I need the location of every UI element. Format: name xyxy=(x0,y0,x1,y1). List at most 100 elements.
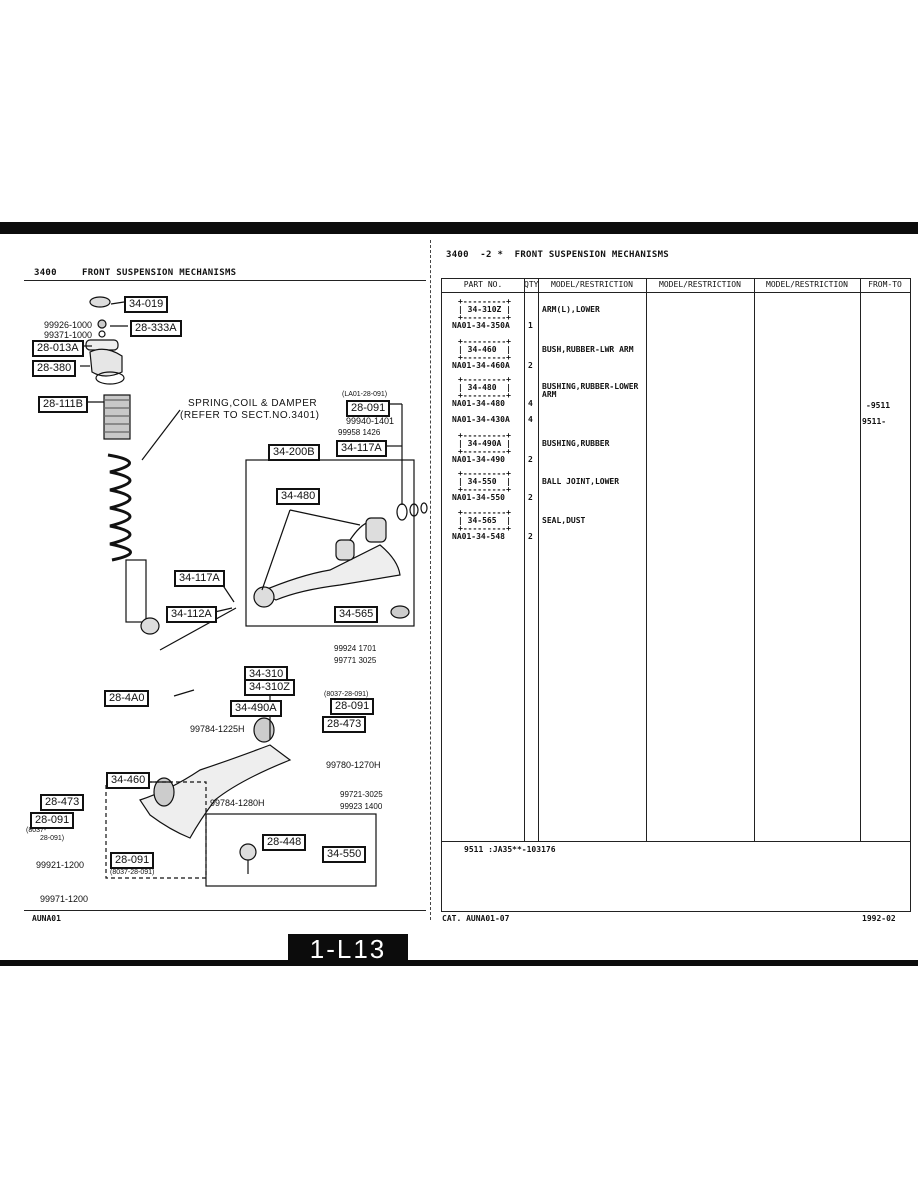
qty: 2 xyxy=(528,532,533,541)
callout-28-013A: 28-013A xyxy=(32,340,84,357)
header-part-no: PART NO. xyxy=(463,280,503,289)
group-box: +---------+ xyxy=(458,353,511,362)
col-divider xyxy=(860,279,861,841)
label-8037-left-a: (8037- xyxy=(26,827,47,834)
col-divider xyxy=(754,279,755,841)
page-divider xyxy=(430,240,432,920)
label-99971-1200: 99971-1200 xyxy=(40,894,89,904)
callout-28-111B: 28-111B xyxy=(38,396,88,413)
part-number: NA01-34-550 xyxy=(452,493,505,502)
callout-34-117A: 34-117A xyxy=(174,570,225,587)
callout-34-565: 34-565 xyxy=(334,606,379,623)
qty: 2 xyxy=(528,493,533,502)
group-box: +---------+ xyxy=(458,375,511,384)
label-8037-left-b: 28-091) xyxy=(40,835,65,842)
right-page-title: 3400 -2 * FRONT SUSPENSION MECHANISMS xyxy=(446,250,670,260)
label-99926-1000: 99926-1000 xyxy=(44,320,93,330)
label-99721-3025: 99721-3025 xyxy=(340,790,383,799)
callout-34-117A-top: 34-117A xyxy=(336,440,387,457)
part-number: NA01-34-490 xyxy=(452,455,505,464)
callout-28-380: 28-380 xyxy=(32,360,77,377)
label-99371-1000: 99371-1000 xyxy=(44,330,93,340)
label-la01-28-091: (LA01-28-091) xyxy=(342,391,388,398)
parts-table: PART NO. QTY MODEL/RESTRICTION MODEL/RES… xyxy=(441,278,911,912)
group-box: +---------+ xyxy=(458,297,511,306)
serial-note: 9511 :JA35**-103176 xyxy=(464,845,556,854)
callout-34-460: 34-460 xyxy=(106,772,151,789)
callout-28-473-mid: 28-473 xyxy=(322,716,367,733)
label-spring-coil: SPRING,COIL & DAMPER xyxy=(188,398,318,409)
callout-28-091-top: 28-091 xyxy=(346,400,391,417)
left-footer-code: AUNA01 xyxy=(32,914,61,923)
scan-border-bottom xyxy=(0,960,918,966)
header-model-3: MODEL/RESTRICTION xyxy=(766,280,848,289)
description: BUSHING,RUBBER-LOWER ARM xyxy=(542,382,639,399)
callout-28-473-left: 28-473 xyxy=(40,794,85,811)
group-box: +---------+ xyxy=(458,313,511,322)
description: BUSHING,RUBBER xyxy=(542,439,610,448)
callout-28-091-mid: 28-091 xyxy=(330,698,375,715)
callout-28-333A: 28-333A xyxy=(130,320,182,337)
header-model-1: MODEL/RESTRICTION xyxy=(551,280,633,289)
catalog-date: 1992-02 xyxy=(862,914,896,923)
label-99958-1426: 99958 1426 xyxy=(338,428,381,437)
label-99923-1400: 99923 1400 xyxy=(340,802,383,811)
header-model-2: MODEL/RESTRICTION xyxy=(659,280,741,289)
group-label: | 34-460 | xyxy=(458,345,511,354)
part-number: NA01-34-460A xyxy=(452,361,510,370)
col-divider xyxy=(646,279,647,841)
qty: 4 xyxy=(528,399,533,408)
label-99784-1225H: 99784-1225H xyxy=(190,724,245,734)
qty: 2 xyxy=(528,455,533,464)
description: BALL JOINT,LOWER xyxy=(542,477,620,486)
label-8037-bottom: (8037-28-091) xyxy=(110,869,155,876)
callout-34-550: 34-550 xyxy=(322,846,367,863)
scan-border-top xyxy=(0,222,918,234)
label-99784-1280H: 99784-1280H xyxy=(210,798,265,808)
group-box: +---------+ xyxy=(458,485,511,494)
group-label: | 34-310Z | xyxy=(458,305,511,314)
part-number: NA01-34-350A xyxy=(452,321,510,330)
label-99780-1270H: 99780-1270H xyxy=(326,760,381,770)
callout-34-490A: 34-490A xyxy=(230,700,282,717)
notes-divider xyxy=(442,841,910,842)
header-from-to: FROM-TO xyxy=(868,280,902,289)
callout-28-091-left: 28-091 xyxy=(30,812,75,829)
from-to: 9511- xyxy=(862,417,887,426)
label-99940-1401: 99940-1401 xyxy=(346,416,395,426)
table-header: PART NO. QTY MODEL/RESTRICTION MODEL/RES… xyxy=(442,279,910,293)
callout-34-480: 34-480 xyxy=(276,488,321,505)
group-box: +---------+ xyxy=(458,469,511,478)
callout-34-200B: 34-200B xyxy=(268,444,320,461)
section-title: FRONT SUSPENSION MECHANISMS xyxy=(82,268,237,278)
suspension-diagram xyxy=(80,296,428,887)
catalog-number: CAT. AUNA01-07 xyxy=(442,914,510,923)
page-number: 1-L13 xyxy=(288,934,408,964)
callout-34-310Z: 34-310Z xyxy=(244,679,295,696)
part-number: NA01-34-548 xyxy=(452,532,505,541)
group-label: | 34-490A | xyxy=(458,439,511,448)
qty: 2 xyxy=(528,361,533,370)
col-divider xyxy=(524,279,525,841)
callout-34-019: 34-019 xyxy=(124,296,169,313)
callout-28-091-bottom: 28-091 xyxy=(110,852,155,869)
qty: 4 xyxy=(528,415,533,424)
label-99921-1200: 99921-1200 xyxy=(36,860,85,870)
group-label: | 34-550 | xyxy=(458,477,511,486)
header-rule xyxy=(24,280,426,281)
qty: 1 xyxy=(528,321,533,330)
part-number: NA01-34-430A xyxy=(452,415,510,424)
part-number: NA01-34-480 xyxy=(452,399,505,408)
group-box: +---------+ xyxy=(458,508,511,517)
from-to: -9511 xyxy=(866,401,891,410)
callout-28-4A0: 28-4A0 xyxy=(104,690,150,707)
group-box: +---------+ xyxy=(458,337,511,346)
section-number: 3400 xyxy=(34,268,57,278)
callout-34-310: 34-310 xyxy=(244,666,289,681)
label-refer-section: (REFER TO SECT.NO.3401) xyxy=(180,410,320,421)
col-divider xyxy=(538,279,539,841)
group-label: | 34-565 | xyxy=(458,516,511,525)
group-box: +---------+ xyxy=(458,524,511,533)
label-8037-28-091-top: (8037-28-091) xyxy=(324,691,369,698)
callout-28-448: 28-448 xyxy=(262,834,307,851)
